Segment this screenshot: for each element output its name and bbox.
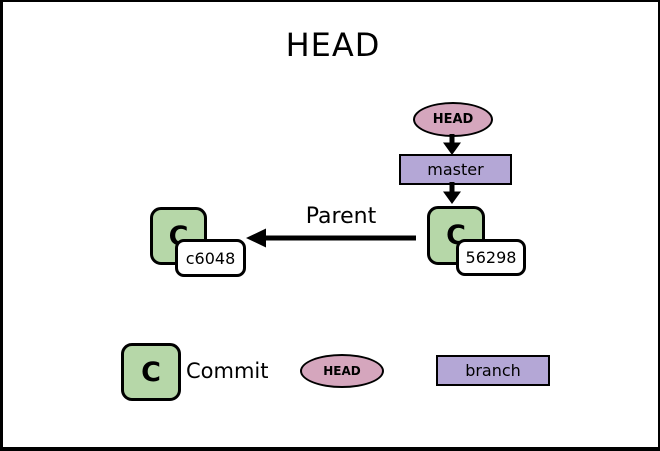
arrow-down-icon xyxy=(443,182,461,204)
legend-branch-label: branch xyxy=(465,361,521,380)
branch-label: master xyxy=(427,160,484,179)
legend-head-swatch: HEAD xyxy=(300,354,384,388)
commit-letter: C xyxy=(141,356,161,388)
commit-id: 56298 xyxy=(465,248,517,267)
legend-head-label: HEAD xyxy=(323,364,361,378)
legend-commit-swatch: C xyxy=(121,343,181,401)
commit-id: c6048 xyxy=(185,248,236,268)
branch-box-master: master xyxy=(399,154,512,185)
legend-commit-label: Commit xyxy=(186,359,269,383)
parent-edge-label: Parent xyxy=(305,204,377,229)
head-pointer-label: HEAD xyxy=(432,112,474,127)
parent-arrow-icon xyxy=(246,228,416,248)
commit-id-label: 56298 xyxy=(456,239,526,276)
page-title: HEAD xyxy=(285,26,381,64)
commit-id-label: c6048 xyxy=(175,239,246,277)
arrow-down-icon xyxy=(443,134,461,155)
legend-branch-swatch: branch xyxy=(436,355,550,386)
head-pointer-ellipse: HEAD xyxy=(413,102,493,137)
